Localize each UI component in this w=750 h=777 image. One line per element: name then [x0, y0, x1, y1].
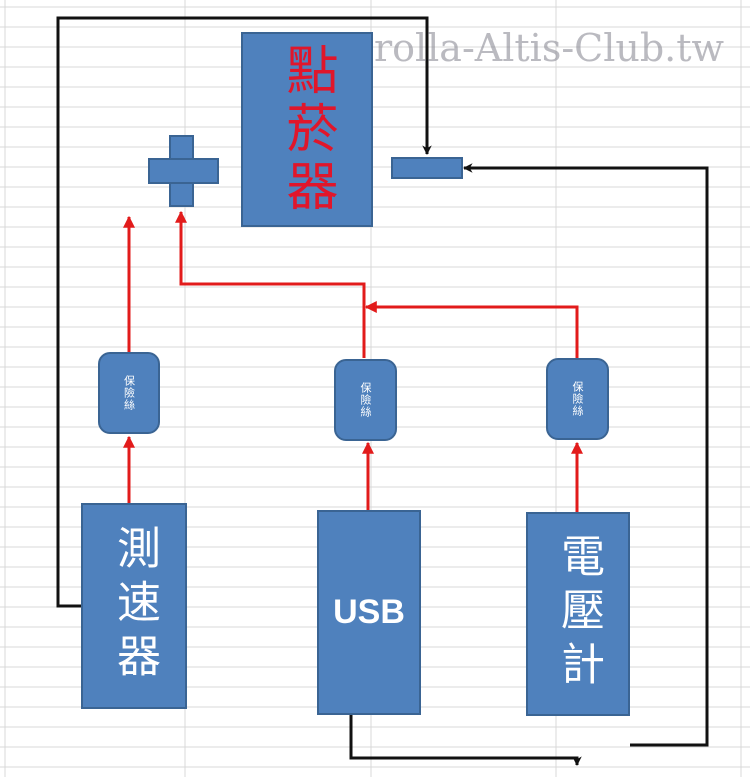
negative-wire-speedometer: [56, 16, 432, 608]
fuse-label: 保險絲: [571, 381, 584, 417]
negative-terminal-minus-icon: [391, 157, 463, 179]
voltmeter-label: 電壓計: [553, 533, 604, 695]
lighter-box: 點菸器: [241, 32, 373, 227]
positive-wire-voltmeter-join: [364, 301, 579, 358]
lighter-label: 點菸器: [277, 42, 337, 217]
negative-wire-usb: [349, 714, 582, 766]
speedometer-label: 測速器: [109, 525, 160, 687]
watermark-text: Corolla-Altis-Club.tw: [322, 26, 725, 70]
fuse-usb: 保險絲: [334, 359, 397, 441]
fuse-speedometer: 保險絲: [98, 352, 160, 434]
fuse-voltmeter: 保險絲: [546, 358, 609, 440]
negative-wire-return: [463, 163, 709, 747]
speedometer-box: 測速器: [81, 503, 187, 709]
fuse-label: 保險絲: [359, 382, 372, 418]
voltmeter-box: 電壓計: [526, 512, 630, 716]
usb-label: USB: [333, 593, 405, 631]
fuse-label: 保險絲: [122, 375, 136, 411]
positive-wire-usb-to-plus: [175, 210, 366, 358]
usb-box: USB: [317, 510, 421, 715]
